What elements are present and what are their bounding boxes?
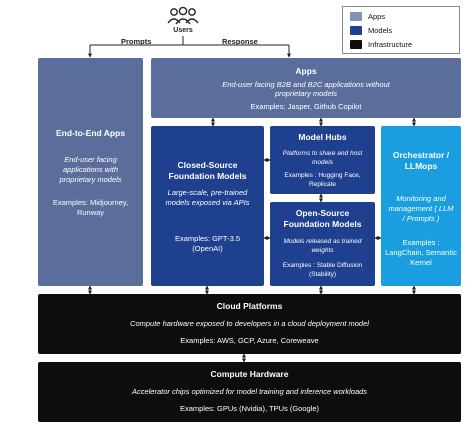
cloud-platforms-title: Cloud Platforms (216, 301, 283, 311)
legend-swatch-models (350, 26, 362, 35)
users-icon (167, 6, 199, 25)
open-source-models-title: Open-Source Foundation Models (283, 208, 362, 229)
apps-title: Apps (295, 66, 317, 76)
end-to-end-apps-title: End-to-End Apps (55, 128, 126, 138)
legend-label-apps: Apps (368, 12, 386, 21)
legend-item-infrastructure: Infrastructure (350, 39, 412, 50)
closed-source-models-box: Closed-Source Foundation Models Large-sc… (151, 126, 264, 286)
open-source-models-description: Models released as trained weights (283, 238, 362, 254)
apps-description: End-user facing B2B and B2C applications… (222, 80, 390, 98)
model-hubs-box: Model Hubs Platforms to share and host m… (270, 126, 375, 194)
orchestrator-box: Orchestrator / LLMops Monitoring and man… (381, 126, 461, 286)
end-to-end-apps-examples: Examples: Midjourney, Runway (52, 198, 129, 217)
cloud-platforms-examples: Examples: AWS, GCP, Azure, Coreweave (180, 336, 319, 345)
apps-box: Apps End-user facing B2B and B2C applica… (151, 58, 461, 118)
closed-source-models-title: Closed-Source Foundation Models (168, 160, 247, 181)
end-to-end-apps-description: End-user facing applications with propri… (59, 155, 122, 184)
open-source-models-examples: Examples : Stable Diffusion (Stability) (282, 262, 363, 278)
prompts-label: Prompts (121, 37, 152, 46)
legend-label-models: Models (368, 26, 393, 35)
compute-hardware-title: Compute Hardware (210, 369, 289, 379)
legend-label-infrastructure: Infrastructure (368, 40, 413, 49)
legend: Apps Models Infrastructure (342, 6, 460, 54)
open-source-models-box: Open-Source Foundation Models Models rel… (270, 202, 375, 286)
legend-item-models: Models (350, 25, 392, 36)
cloud-platforms-description: Compute hardware exposed to developers i… (130, 319, 369, 328)
closed-source-models-examples: Examples: GPT-3.5 (OpenAI) (174, 234, 241, 253)
legend-swatch-infrastructure (350, 40, 362, 49)
cloud-platforms-box: Cloud Platforms Compute hardware exposed… (38, 294, 461, 354)
orchestrator-title: Orchestrator / LLMops (392, 150, 450, 171)
users-label: Users (173, 27, 193, 34)
orchestrator-examples: Examples : LangChain, Semantic Kernel (385, 238, 457, 267)
model-hubs-title: Model Hubs (298, 132, 347, 142)
legend-swatch-apps (350, 12, 362, 21)
model-hubs-description: Platforms to share and host models (282, 150, 363, 166)
orchestrator-description: Monitoring and management ( LLM / Prompt… (388, 194, 454, 223)
apps-examples: Examples: Jasper, Github Copilot (250, 102, 362, 111)
compute-hardware-box: Compute Hardware Accelerator chips optim… (38, 362, 461, 422)
compute-hardware-examples: Examples: GPUs (Nvidia), TPUs (Google) (179, 404, 320, 413)
compute-hardware-description: Accelerator chips optimized for model tr… (131, 387, 368, 396)
closed-source-models-description: Large-scale, pre-trained models exposed … (165, 188, 250, 207)
legend-item-apps: Apps (350, 11, 385, 22)
model-hubs-examples: Examples : Hugging Face, Replicate (284, 172, 361, 188)
end-to-end-apps-box: End-to-End Apps End-user facing applicat… (38, 58, 143, 286)
response-label: Response (222, 37, 258, 46)
